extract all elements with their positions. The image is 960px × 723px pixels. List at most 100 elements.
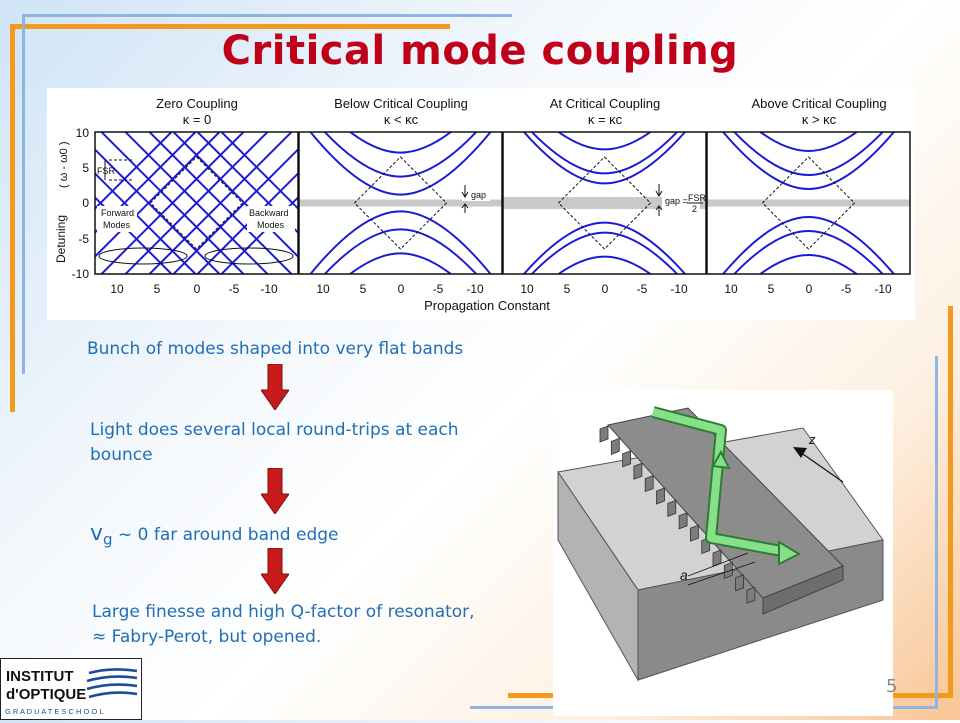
band-lower-at <box>522 221 687 274</box>
panel-above <box>659 132 916 320</box>
down-arrow-1 <box>261 364 289 410</box>
x-tick-p1-10: 10 <box>316 282 330 296</box>
grating-tooth <box>689 524 699 542</box>
mode-line-bwd-zero <box>220 132 298 210</box>
gap-band-above <box>707 199 910 207</box>
dashed-diamond-at <box>557 156 652 250</box>
band-upper-above <box>758 132 859 153</box>
panel-frame-zero <box>94 131 299 275</box>
mode-line-bwd-zero <box>172 132 298 258</box>
grating-tooth <box>667 499 677 517</box>
x-tick-p2-10: 10 <box>520 282 534 296</box>
step-3-text: vg ~ 0 far around band edge <box>90 521 339 552</box>
deco-orange-line-right <box>948 306 953 698</box>
step-4-text: Large finesse and high Q-factor of reson… <box>92 602 475 647</box>
deco-orange-line-top <box>10 24 450 29</box>
logo-line3: G R A D U A T E S C H O O L <box>5 707 104 716</box>
fsr-annotation: FSR <box>97 159 133 181</box>
band-lower-above <box>733 229 884 274</box>
band-upper-below <box>309 132 492 196</box>
mode-line-bwd-zero <box>95 148 221 274</box>
y-axis-label: Detuning <box>54 215 68 263</box>
mode-line-bwd-zero <box>95 196 173 274</box>
mode-line-bwd-zero <box>100 132 245 274</box>
panel-cond-below: κ < κc <box>384 112 419 127</box>
band-diagram-figure: Zero Coupling κ = 0 Below Critical Coupl… <box>47 88 915 320</box>
z-label: z <box>808 432 816 447</box>
x-tick-p2-m5: -5 <box>637 282 648 296</box>
deco-orange-line-left <box>10 24 15 412</box>
band-upper-at <box>530 132 679 175</box>
grating-tooth <box>644 475 654 493</box>
mode-line-bwd-zero <box>124 132 269 274</box>
gap-annotation-at: gap = FSR 2 <box>655 184 707 216</box>
x-tick-p3-5: 5 <box>768 282 775 296</box>
x-tick-p3-m10: -10 <box>874 282 892 296</box>
mode-line-bwd-zero <box>95 172 197 274</box>
x-tick-p1-m5: -5 <box>433 282 444 296</box>
panel-title-below: Below Critical Coupling <box>334 96 468 111</box>
x-tick-p1-0: 0 <box>398 282 405 296</box>
panel-title-zero: Zero Coupling <box>156 96 238 111</box>
x-tick-p3-0: 0 <box>806 282 813 296</box>
grating-tooth <box>622 450 631 468</box>
gap-eq-den: 2 <box>692 204 697 214</box>
deco-blue-line-left <box>22 14 25 374</box>
y-tick-5: 5 <box>82 161 89 175</box>
y-tick-10: 10 <box>76 126 90 140</box>
panel-cond-above: κ > κc <box>802 112 837 127</box>
panel-frame-below <box>298 131 503 275</box>
x-tick-p0-0: 0 <box>194 282 201 296</box>
panel-frame-above <box>706 131 911 275</box>
step-2-text: Light does several local round-trips at … <box>90 420 459 465</box>
band-lower-below <box>323 228 478 274</box>
step-1-text: Bunch of modes shaped into very flat ban… <box>87 339 464 359</box>
gap-annotation-below: gap <box>461 185 490 213</box>
gap-eq-num: FSR <box>688 193 707 203</box>
band-lower-above <box>721 215 896 274</box>
band-upper-below <box>348 132 453 154</box>
grating-tooth <box>610 437 620 455</box>
x-tick-p1-5: 5 <box>360 282 367 296</box>
x-tick-p2-5: 5 <box>564 282 571 296</box>
band-upper-below <box>323 132 478 178</box>
grating-tooth <box>633 462 643 480</box>
grating-tooth <box>599 425 609 443</box>
grating-tooth <box>656 487 665 505</box>
logo-line2: d'OPTIQUE <box>6 686 86 703</box>
mode-line-bwd-zero <box>196 132 298 234</box>
y-axis-sublabel: ( ω - ω0 ) <box>58 141 70 188</box>
vg-subscript: g <box>103 530 113 549</box>
panel-at <box>503 132 706 274</box>
dashed-diamond-below <box>353 156 448 250</box>
x-tick-p2-m10: -10 <box>670 282 688 296</box>
band-upper-above <box>721 132 896 191</box>
y-tick-0: 0 <box>82 196 89 210</box>
down-arrow-3 <box>261 548 289 594</box>
panel-below <box>299 132 502 274</box>
y-tick-m5: -5 <box>78 232 89 246</box>
band-lower-at <box>556 255 653 274</box>
band-diagram-svg: Zero Coupling κ = 0 Below Critical Coupl… <box>54 96 916 320</box>
gap-band-at <box>503 197 706 209</box>
x-tick-p3-m5: -5 <box>841 282 852 296</box>
dashed-diamond-zero <box>149 156 244 250</box>
x-tick-p0-m5: -5 <box>229 282 240 296</box>
panel-cond-zero: κ = 0 <box>183 112 212 127</box>
grating-tooth <box>678 512 688 530</box>
band-lower-at <box>530 231 679 274</box>
band-upper-above <box>733 132 884 177</box>
panel-zero <box>95 132 298 274</box>
x-tick-p0-5: 5 <box>154 282 161 296</box>
band-lower-below <box>309 210 492 274</box>
band-lower-below <box>348 252 453 274</box>
down-arrow-2 <box>261 468 289 514</box>
mode-line-bwd-zero <box>148 132 293 274</box>
panel-cond-at: κ = κc <box>588 112 623 127</box>
dashed-diamond-above <box>761 156 856 250</box>
panel-title-at: At Critical Coupling <box>550 96 661 111</box>
band-lower-above <box>659 303 916 320</box>
vg-symbol: v <box>90 521 104 546</box>
x-axis-label: Propagation Constant <box>424 298 550 313</box>
